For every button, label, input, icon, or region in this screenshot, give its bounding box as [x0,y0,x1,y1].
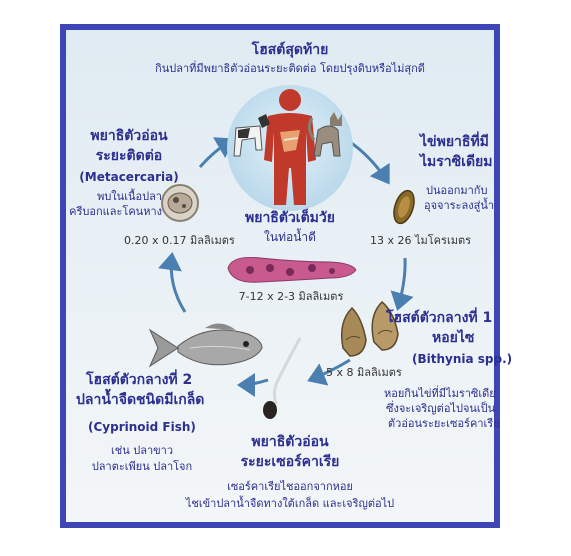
cercaria-title-line2: ระยะเซอร์คาเรีย [240,454,340,470]
cycle-arrow-egg-to-snail [390,257,414,311]
metacercaria-size: 0.20 x 0.17 มิลลิเมตร [124,234,235,247]
definitive-host-circle [227,85,353,211]
snail-title-line2: หอยไซ [432,330,475,346]
human-body-icon [264,89,316,205]
egg-title-line2: ไมราซิเดียม [420,154,493,170]
snail-title-line1: โฮสต์ตัวกลางที่ 1 [386,310,493,326]
egg-desc-line2: อุจจาระลงสู่น้ำ [424,199,495,212]
fish-icon [148,323,263,368]
cercaria-title-line1: พยาธิตัวอ่อน [251,434,329,450]
metacercaria-latin: (Metacercaria) [79,170,179,184]
fish-title-line2: ปลาน้ำจืดชนิดมีเกล็ด [76,392,205,408]
cycle-arrow-host-to-egg [346,138,390,185]
egg-icon [393,189,415,225]
snail-desc-line3: ตัวอ่อนระยะเซอร์คาเรีย [388,417,500,430]
cycle-arrow-snail-to-cercaria [307,358,351,386]
fish-desc-line1: เช่น ปลาขาว [110,444,173,457]
cycle-arrow-cercaria-to-fish [237,372,269,397]
cercaria-icon [263,337,302,419]
adult-worm-location: ในท่อน้ำดี [264,230,316,244]
fish-latin: (Cyprinoid Fish) [88,420,196,434]
metacercaria-title-line2: ระยะติดต่อ [95,148,163,164]
definitive-host-desc: กินปลาที่มีพยาธิตัวอ่อนระยะติดต่อ โดยปรุ… [155,62,425,75]
adult-worm-icon [227,257,357,283]
cycle-arrow-fish-to-meta [158,252,187,313]
cercaria-desc-line1: เซอร์คาเรียไชออกจากหอย [227,480,353,493]
metacercaria-desc-line1: พบในเนื้อปลา [97,190,162,203]
egg-desc-line1: ปนออกมากับ [426,184,488,197]
metacercaria-title-line1: พยาธิตัวอ่อน [90,128,168,144]
definitive-host-title: โฮสต์สุดท้าย [251,42,329,58]
snail-icon [340,300,399,357]
cercaria-desc-line2: ไชเข้าปลาน้ำจืดทางใต้เกล็ด และเจริญต่อไป [185,497,395,510]
egg-title-line1: ไข่พยาธิที่มี [420,134,489,150]
snail-latin: (Bithynia spp.) [412,352,513,366]
egg-size: 13 x 26 ไมโครเมตร [370,234,472,247]
fish-desc-line2: ปลาตะเพียน ปลาโจก [91,460,193,473]
adult-worm-size: 7-12 x 2-3 มิลลิเมตร [238,290,344,303]
metacercaria-cyst-icon [161,184,199,222]
metacercaria-desc-line2: ครีบอกและโคนหาง [69,205,162,218]
fish-title-line1: โฮสต์ตัวกลางที่ 2 [86,372,193,388]
dog-icon [233,114,270,157]
snail-desc-line1: หอยกินไข่ที่มีไมราซิเดีย [384,387,496,400]
snail-desc-line2: ซึ่งจะเจริญต่อไปจนเป็น [386,402,496,415]
snail-size: 5 x 8 มิลลิเมตร [326,366,402,379]
cat-icon [307,112,342,157]
adult-worm-title: พยาธิตัวเต็มวัย [245,210,335,226]
